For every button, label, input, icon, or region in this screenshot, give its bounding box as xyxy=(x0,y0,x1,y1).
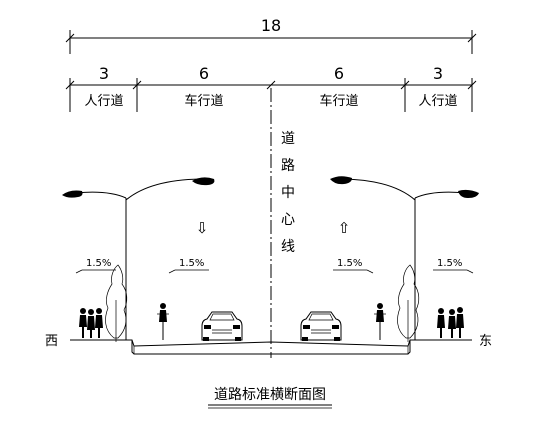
centerline-char-3: 中 xyxy=(281,185,295,201)
segment-label-sidewalk-west: 人行道 xyxy=(84,94,123,109)
segment-width-sidewalk-east: 3 xyxy=(433,64,443,83)
segment-width-sidewalk-west: 3 xyxy=(99,64,109,83)
svg-text:1.5%: 1.5% xyxy=(86,258,111,269)
street-lamp-icon xyxy=(62,177,215,340)
east-label: 东 xyxy=(479,334,492,349)
slope-sidewalk-east: 1.5% xyxy=(433,258,474,274)
pedestrian-icon xyxy=(448,307,464,338)
segment-width-roadway-east: 6 xyxy=(334,64,344,83)
pedestrian-icon xyxy=(95,308,103,338)
tree-icon xyxy=(397,264,420,342)
slope-roadway-east: 1.5% xyxy=(333,258,374,274)
segment-label-roadway-west: 车行道 xyxy=(184,93,223,109)
total-width-label: 18 xyxy=(261,16,281,35)
slope-sidewalk-west: 1.5% xyxy=(75,258,116,274)
drawing-title: 道路标准横断面图 xyxy=(214,387,326,403)
svg-text:1.5%: 1.5% xyxy=(337,258,362,269)
segment-label-roadway-east: 车行道 xyxy=(319,93,358,109)
svg-text:1.5%: 1.5% xyxy=(437,258,462,269)
segment-width-roadway-west: 6 xyxy=(199,64,209,83)
cyclist-icon xyxy=(374,303,386,340)
total-dimension-line xyxy=(65,30,477,54)
west-label: 西 xyxy=(45,334,58,349)
pedestrian-icon xyxy=(437,308,445,338)
svg-text:1.5%: 1.5% xyxy=(179,258,204,269)
car-icon xyxy=(201,311,243,341)
car-icon xyxy=(300,311,342,341)
segment-dimension-line xyxy=(65,78,477,112)
segment-label-sidewalk-east: 人行道 xyxy=(418,94,457,109)
slope-roadway-west: 1.5% xyxy=(168,258,209,274)
road-surface-profile xyxy=(70,339,472,355)
centerline-char-4: 心 xyxy=(281,212,295,228)
street-lamp-icon xyxy=(330,176,479,340)
centerline-char-1: 道 xyxy=(281,131,295,147)
pedestrian-icon xyxy=(79,308,95,338)
direction-arrow-up: ⇧ xyxy=(338,219,351,237)
cyclist-icon xyxy=(157,303,169,340)
tree-icon xyxy=(105,264,128,342)
centerline-char-2: 路 xyxy=(281,158,295,174)
centerline-char-5: 线 xyxy=(281,239,295,255)
direction-arrow-down: ⇩ xyxy=(196,219,209,237)
